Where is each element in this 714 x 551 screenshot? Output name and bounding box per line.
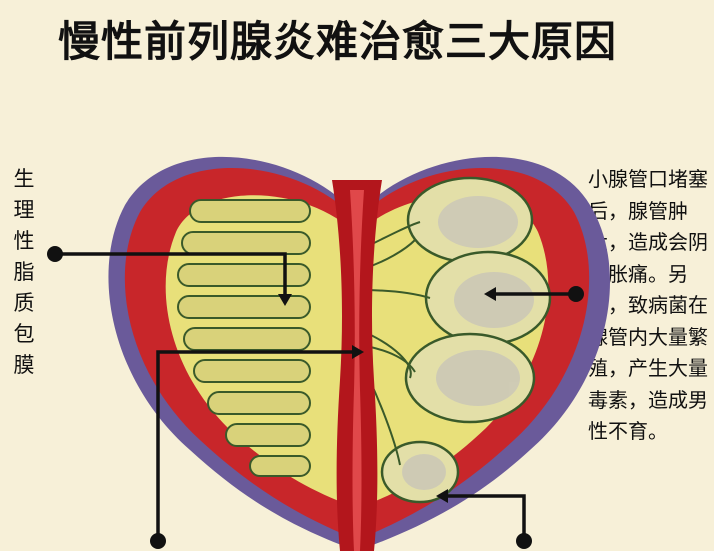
- pointer-lines: [55, 252, 576, 540]
- pointer-left-capsule: [55, 252, 287, 298]
- diagram-title: 慢性前列腺炎难治愈三大原因: [58, 17, 618, 66]
- urethra-lumen: [350, 190, 364, 551]
- pointer-dots: [47, 246, 584, 549]
- pointer-arrowheads: [278, 287, 496, 503]
- pointer-bottom-left: [156, 350, 356, 540]
- left-lobules: [177, 199, 311, 477]
- duct-inner-shading: [402, 196, 534, 490]
- label-lipid-capsule: 生理性脂质包膜: [13, 167, 35, 377]
- pointer-bottom-right: [444, 494, 526, 540]
